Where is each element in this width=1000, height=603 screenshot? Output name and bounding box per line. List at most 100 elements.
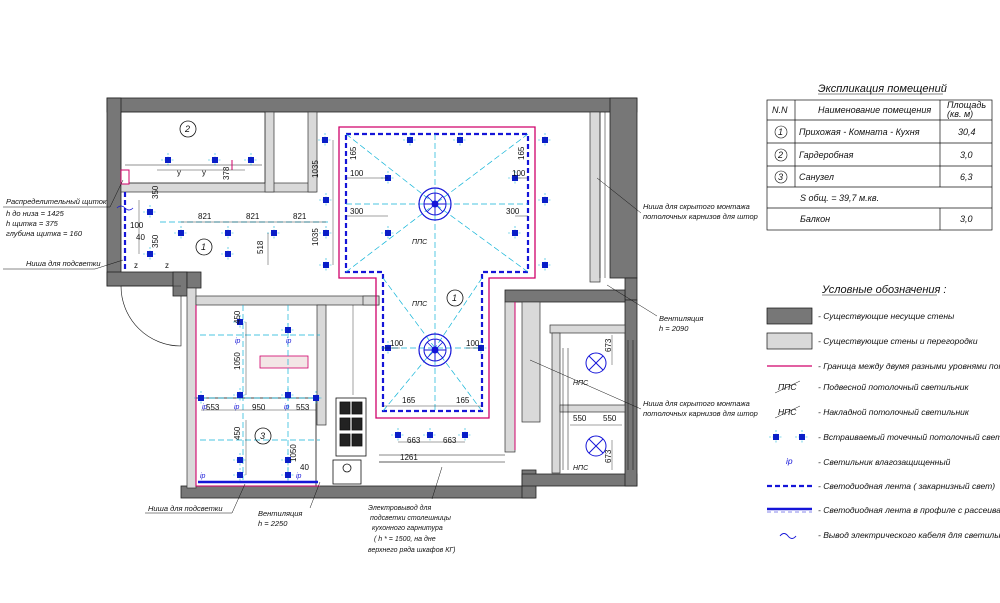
svg-text:553: 553 — [296, 403, 310, 412]
svg-text:3: 3 — [778, 172, 783, 182]
svg-text:1050: 1050 — [289, 444, 298, 462]
svg-text:Балкон: Балкон — [800, 214, 830, 224]
svg-text:350: 350 — [151, 234, 160, 248]
svg-text:(кв. м): (кв. м) — [947, 109, 973, 119]
svg-text:- Встраиваемый точечный потоло: - Встраиваемый точечный потолочный свети… — [818, 432, 1000, 442]
legend-title: Условные обозначения : — [821, 284, 947, 296]
nps-label: НПС — [573, 380, 589, 387]
svg-text:550: 550 — [573, 414, 587, 423]
svg-text:553: 553 — [206, 403, 220, 412]
svg-text:потолочных карнизов для штор: потолочных карнизов для штор — [643, 212, 758, 221]
svg-text:30,4: 30,4 — [958, 127, 976, 137]
svg-text:821: 821 — [293, 212, 307, 221]
svg-text:ip: ip — [202, 404, 208, 411]
svg-text:821: 821 — [246, 212, 260, 221]
svg-text:1261: 1261 — [400, 453, 418, 462]
svg-text:Площадь: Площадь — [947, 100, 986, 110]
svg-text:950: 950 — [252, 403, 266, 412]
explication-title: Экспликация помещений — [818, 83, 947, 95]
svg-text:ip: ip — [235, 338, 241, 345]
svg-text:- Светодиодная лента ( закарн: - Светодиодная лента ( закарнизный свет) — [818, 481, 995, 491]
electric-outlet-label: Электровывод для — [368, 504, 431, 512]
dimension-texts: 821 821 821 518 350 350 100 40 z z y y 3… — [130, 146, 617, 472]
svg-text:h щитка = 375: h щитка = 375 — [6, 219, 59, 228]
svg-text:100: 100 — [350, 169, 364, 178]
curtain-niche-label: Ниша для скрытого монтажа — [643, 202, 750, 211]
svg-text:673: 673 — [604, 338, 613, 352]
curtain-niche-label: Ниша для скрытого монтажа — [643, 399, 750, 408]
svg-text:- Вывод электрического кабеля: - Вывод электрического кабеля для светил… — [818, 530, 1000, 540]
svg-text:ip: ip — [286, 338, 292, 345]
svg-text:2: 2 — [777, 150, 783, 160]
svg-text:450: 450 — [233, 310, 242, 324]
panel-label: Распределительный щиток — [6, 197, 107, 206]
svg-text:h = 2090: h = 2090 — [659, 324, 689, 333]
svg-text:165: 165 — [349, 146, 358, 160]
svg-text:1035: 1035 — [311, 160, 320, 178]
svg-text:глубина щитка = 160: глубина щитка = 160 — [6, 229, 83, 238]
svg-text:z: z — [165, 261, 169, 270]
svg-text:100: 100 — [390, 339, 404, 348]
svg-text:3,0: 3,0 — [960, 150, 973, 160]
svg-text:663: 663 — [443, 436, 457, 445]
svg-text:кухонного гарнитура: кухонного гарнитура — [372, 525, 443, 532]
ventilation-label: Вентиляция — [258, 509, 302, 518]
legend: Условные обозначения : - Существующие не… — [766, 284, 1000, 540]
svg-text:450: 450 — [233, 426, 242, 440]
svg-text:z: z — [134, 261, 138, 270]
svg-text:N.N: N.N — [772, 105, 788, 115]
svg-text:ip: ip — [234, 404, 240, 411]
svg-text:- Существующие несущие стены: - Существующие несущие стены — [818, 311, 955, 321]
svg-text:подсветки столешницы: подсветки столешницы — [370, 514, 452, 522]
svg-text:- Светильник влагозащищенный: - Светильник влагозащищенный — [818, 457, 951, 467]
room-number-1: 1 — [201, 242, 206, 252]
svg-text:ip: ip — [786, 456, 793, 466]
svg-text:821: 821 — [198, 212, 212, 221]
svg-text:1050: 1050 — [233, 352, 242, 370]
svg-text:663: 663 — [407, 436, 421, 445]
partition-walls — [120, 111, 626, 489]
svg-text:165: 165 — [402, 396, 416, 405]
svg-text:ip: ip — [284, 404, 290, 411]
svg-text:6,3: 6,3 — [960, 172, 973, 182]
svg-text:165: 165 — [517, 146, 526, 160]
pps-label: ППС — [412, 301, 428, 308]
pps-label: ППС — [412, 239, 428, 246]
svg-text:40: 40 — [300, 463, 309, 472]
svg-text:y: y — [177, 168, 181, 177]
ventilation-label: Вентиляция — [659, 314, 703, 323]
svg-text:165: 165 — [456, 396, 470, 405]
svg-text:1035: 1035 — [311, 228, 320, 246]
svg-text:100: 100 — [130, 221, 144, 230]
svg-text:h = 2250: h = 2250 — [258, 519, 288, 528]
svg-text:( h * = 1500, на дне: ( h * = 1500, на дне — [374, 535, 436, 543]
svg-text:верхнего ряда шкафов КГ): верхнего ряда шкафов КГ) — [368, 546, 455, 554]
svg-text:3,0: 3,0 — [960, 214, 973, 224]
bearing-walls — [106, 97, 638, 499]
svg-text:350: 350 — [151, 185, 160, 199]
svg-text:- Граница между двумя разными: - Граница между двумя разными уровнями п… — [818, 361, 1000, 371]
svg-text:Санузел: Санузел — [799, 172, 834, 182]
room-number-1: 1 — [452, 293, 457, 303]
room-number-2: 2 — [184, 124, 190, 134]
svg-text:ip: ip — [296, 473, 302, 480]
niche-label: Ниша для подсветки — [148, 504, 223, 513]
svg-text:y: y — [202, 168, 206, 177]
svg-text:300: 300 — [350, 207, 364, 216]
total-area: S общ. = 39,7 м.кв. — [800, 193, 879, 203]
dimension-lines — [138, 140, 622, 475]
explication-table: Экспликация помещений N.N Наименование п… — [766, 83, 993, 231]
svg-text:- Светодиодная лента в профиле: - Светодиодная лента в профиле с рассеив… — [818, 505, 1000, 515]
svg-text:потолочных карнизов для штор: потолочных карнизов для штор — [643, 409, 758, 418]
svg-text:378: 378 — [222, 166, 231, 180]
svg-text:673: 673 — [604, 449, 613, 463]
svg-text:550: 550 — [603, 414, 617, 423]
nps-label: НПС — [573, 465, 589, 472]
svg-text:40: 40 — [136, 233, 145, 242]
svg-text:- Существующие стены и перегор: - Существующие стены и перегородки — [818, 336, 978, 346]
svg-text:- Накладной потолочный светиль: - Накладной потолочный светильник — [818, 407, 970, 417]
svg-text:300: 300 — [506, 207, 520, 216]
svg-text:518: 518 — [256, 240, 265, 254]
svg-text:h до низа = 1425: h до низа = 1425 — [6, 209, 65, 218]
